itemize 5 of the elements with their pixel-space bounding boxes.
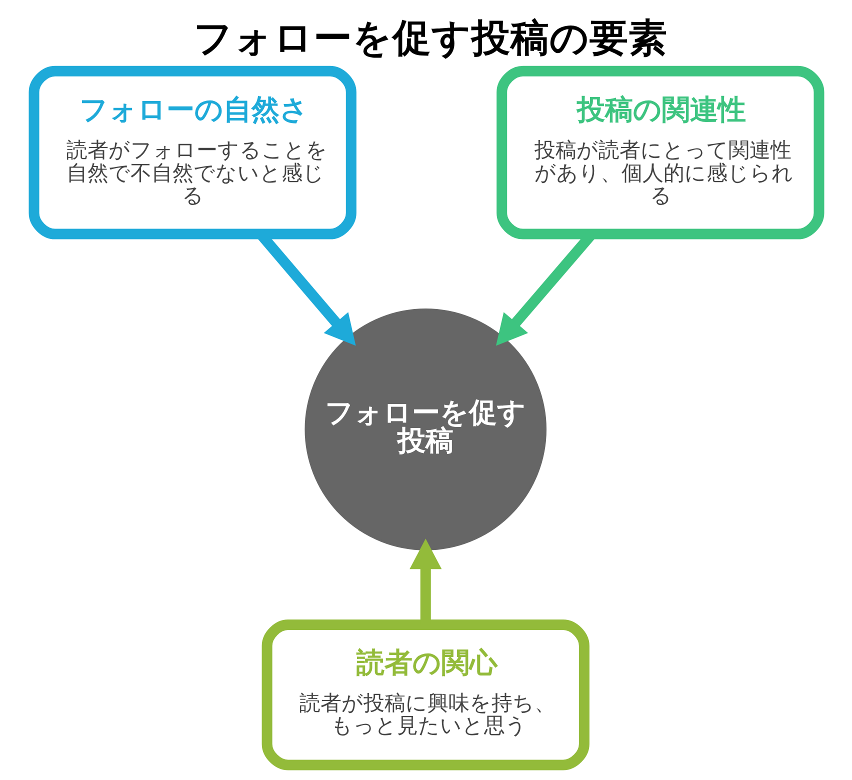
node-box: 読者の関心 読者が投稿に興味を持ち、もっと見たいと思う (261, 620, 589, 770)
node-box: フォローの自然さ 読者がフォローすることを自然で不自然でないと感じる (28, 66, 356, 240)
node-box: 投稿の関連性 投稿が読者にとって関連性があり、個人的に感じられる (496, 66, 824, 240)
diagram-title: フォローを促す投稿の要素 (192, 16, 667, 62)
node-circle: フォローを促す投稿 (304, 308, 546, 550)
